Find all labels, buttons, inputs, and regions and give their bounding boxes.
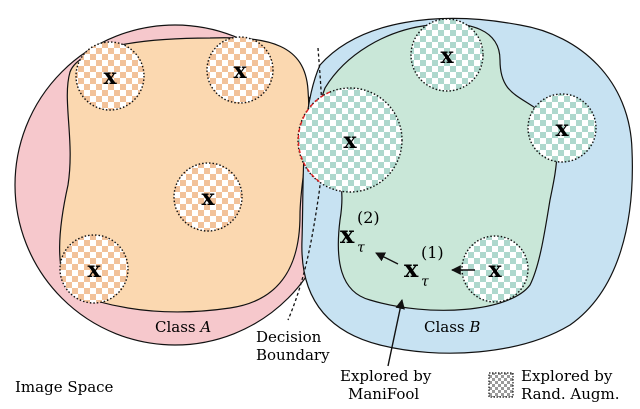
x-tau-2-label: x τ (2) [340, 208, 380, 256]
decision-boundary-line [287, 47, 324, 321]
class-a-sample-2: x [206, 36, 274, 104]
manifool-label-line2: ManiFool [348, 385, 419, 403]
class-a-sample-1: x [75, 41, 145, 111]
sample-x-label: x [103, 64, 117, 90]
class-a-label: Class A [155, 318, 211, 336]
class-a-sample-4: x [59, 234, 129, 304]
decision-boundary-label-line1: Decision [256, 328, 322, 346]
class-b-sample-boundary: x [297, 87, 403, 193]
x-tau-2-subscript: τ [357, 240, 365, 256]
legend-swatch [488, 372, 514, 398]
legend-label-line1: Explored by [521, 367, 613, 385]
legend: Explored by Rand. Augm. [488, 367, 619, 403]
legend-label-line2: Rand. Augm. [521, 385, 619, 403]
sample-x-label: x [440, 43, 454, 69]
sample-x-label: x [201, 185, 215, 211]
decision-boundary-label-line2: Boundary [256, 346, 330, 364]
x-tau-1-subscript: τ [421, 274, 429, 290]
class-b-label: Class B [424, 318, 480, 336]
x-tau-2-superscript: (2) [357, 208, 380, 227]
manifool-label-line1: Explored by [340, 367, 432, 385]
class-a-sample-3: x [173, 162, 243, 232]
x-tau-1-superscript: (1) [421, 243, 444, 262]
sample-x-label: x [233, 58, 247, 84]
sample-x-label: x [488, 257, 502, 283]
sample-x-label: x [87, 257, 101, 283]
class-b-sample-top: x [410, 18, 484, 92]
arrow-xtau1-to-xtau2 [375, 252, 399, 265]
red-dashed-crossing-arc [297, 91, 331, 183]
class-b-sample-right: x [527, 93, 597, 163]
x-tau-1-base: x [404, 254, 419, 283]
arrow-manifool-label [387, 299, 405, 367]
x-tau-2-base: x [340, 220, 355, 249]
class-b-sample-bottom: x [461, 235, 529, 303]
x-tau-1-label: x τ (1) [404, 243, 444, 290]
sample-x-label: x [555, 116, 569, 142]
image-space-label: Image Space [15, 378, 114, 396]
sample-x-label: x [343, 128, 357, 154]
